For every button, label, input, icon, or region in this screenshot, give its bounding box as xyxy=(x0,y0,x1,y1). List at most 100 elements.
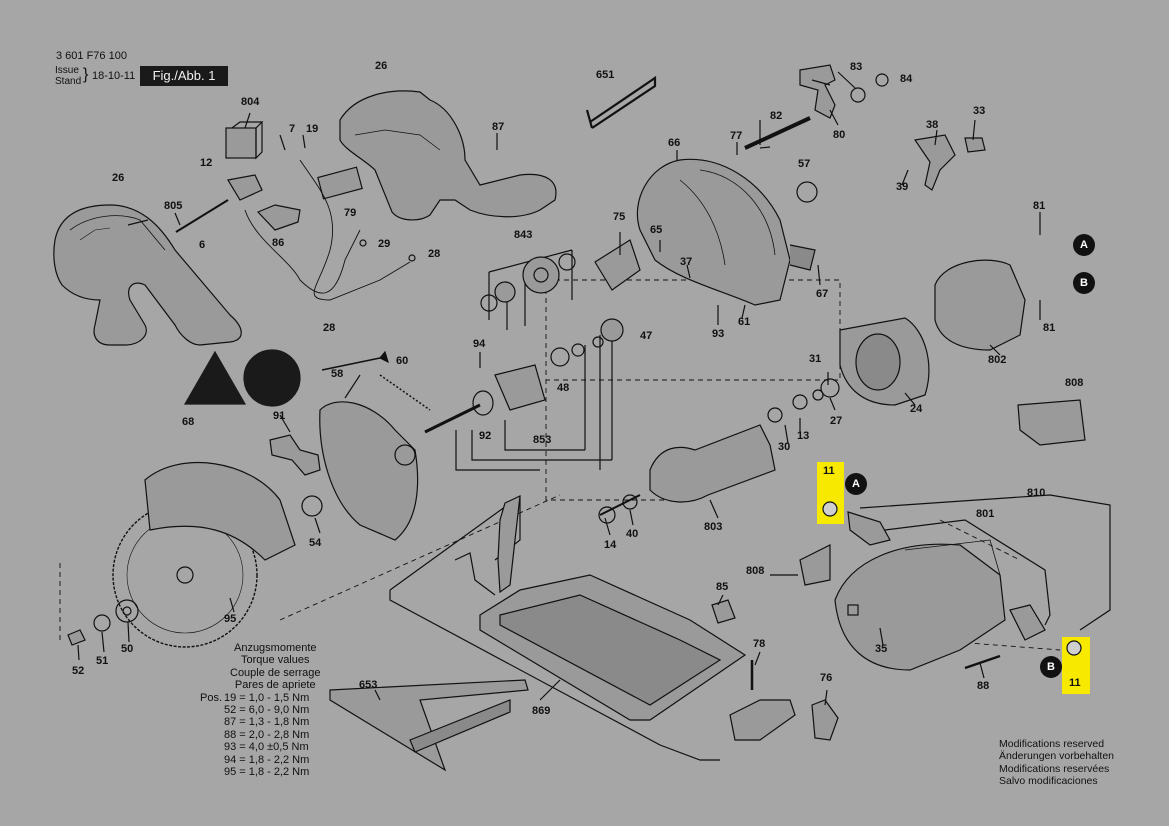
torque-row: 94 = 1,8 - 2,2 Nm xyxy=(224,753,310,766)
callout-39: 39 xyxy=(896,181,909,193)
torque-row: 95 = 1,8 - 2,2 Nm xyxy=(224,766,310,779)
callout-84: 84 xyxy=(900,73,913,85)
group-869 xyxy=(389,590,720,761)
callout-61: 61 xyxy=(738,316,751,328)
callout-810: 810 xyxy=(1027,487,1046,499)
callout-81-top: 81 xyxy=(1033,200,1046,212)
callout-65: 65 xyxy=(650,224,663,236)
bracket-glyph: } xyxy=(83,66,89,83)
callout-33: 33 xyxy=(973,105,986,117)
modifications-es: Salvo modificaciones xyxy=(999,774,1098,787)
rear-handle-26 xyxy=(53,204,242,346)
callout-24: 24 xyxy=(910,403,923,415)
callout-47: 47 xyxy=(640,330,653,342)
hex-key-651 xyxy=(585,75,657,129)
callout-40: 40 xyxy=(626,528,639,540)
torque-title-es: Pares de apriete xyxy=(234,679,316,692)
callout-79: 79 xyxy=(344,207,357,219)
torque-row: 88 = 2,0 - 2,8 Nm xyxy=(224,728,310,741)
callout-7: 7 xyxy=(289,123,296,135)
field-802 xyxy=(934,259,1026,351)
callout-60: 60 xyxy=(396,355,409,367)
callout-38: 38 xyxy=(926,119,939,131)
callout-37: 37 xyxy=(680,256,693,268)
callout-76: 76 xyxy=(820,672,833,684)
callout-75: 75 xyxy=(613,211,626,223)
callout-869: 869 xyxy=(532,705,551,717)
callout-51: 51 xyxy=(96,655,109,667)
modifications-fr: Modifications reservées xyxy=(999,762,1110,775)
callout-93: 93 xyxy=(712,328,725,340)
rip-fence-653 xyxy=(329,679,529,772)
marker-a-top: A xyxy=(1073,234,1095,256)
callout-50: 50 xyxy=(121,643,134,655)
callout-58: 58 xyxy=(331,368,344,380)
upper-guard-68 xyxy=(144,461,296,561)
callout-92: 92 xyxy=(479,430,492,442)
callout-19: 19 xyxy=(306,123,319,135)
stand-label: Stand xyxy=(55,76,82,87)
callout-6: 6 xyxy=(199,239,206,251)
callout-78: 78 xyxy=(753,638,766,650)
figure-label: Fig./Abb. 1 xyxy=(140,66,228,86)
torque-row: 52 = 6,0 - 9,0 Nm xyxy=(224,704,310,717)
switch-804 xyxy=(225,127,257,159)
torque-title-de: Anzugsmomente xyxy=(233,642,317,654)
callout-843: 843 xyxy=(514,229,533,241)
callout-85: 85 xyxy=(716,581,729,593)
callout-80: 80 xyxy=(833,129,846,141)
torque-title-fr: Couple de serrage xyxy=(230,666,321,679)
callout-26: 26 xyxy=(375,60,388,72)
callout-48: 48 xyxy=(557,382,570,394)
callout-14: 14 xyxy=(604,539,617,551)
callout-66: 66 xyxy=(668,137,681,149)
torque-row: 19 = 1,0 - 1,5 Nm xyxy=(224,691,310,704)
dash-frame-1 xyxy=(545,279,841,501)
callout-28: 28 xyxy=(323,322,336,334)
callout-57: 57 xyxy=(798,158,811,170)
callout-68: 68 xyxy=(182,416,195,428)
marker-b-top: B xyxy=(1073,272,1095,294)
top-handle-26 xyxy=(339,90,557,221)
modifications-de: Änderungen vorbehalten xyxy=(999,750,1115,763)
callout-803: 803 xyxy=(704,521,723,533)
callout-27: 27 xyxy=(830,415,843,427)
modifications-en: Modifications reserved xyxy=(999,738,1105,750)
callout-802: 802 xyxy=(988,354,1007,366)
callout-94: 94 xyxy=(473,338,486,350)
callout-35: 35 xyxy=(875,643,888,655)
group-853 xyxy=(455,330,613,471)
callout-30: 30 xyxy=(778,441,791,453)
callout-88: 88 xyxy=(977,680,990,692)
group-810 xyxy=(859,494,1111,631)
callout-11-bottom: 11 xyxy=(1069,677,1081,689)
callout-12: 12 xyxy=(200,157,213,169)
torque-values-table: Anzugsmomente Torque values Couple de se… xyxy=(200,642,321,778)
callout-81-bottom: 81 xyxy=(1043,322,1056,334)
callout-54: 54 xyxy=(309,537,322,549)
callout-95: 95 xyxy=(224,613,237,625)
callout-91: 91 xyxy=(273,410,286,422)
callout-82: 82 xyxy=(770,110,783,122)
part-number: 3 601 F76 100 xyxy=(56,50,127,62)
lower-guard-58 xyxy=(319,401,419,541)
torque-row: 93 = 4,0 ±0,5 Nm xyxy=(224,741,309,754)
callout-805: 805 xyxy=(164,200,183,212)
callout-77: 77 xyxy=(730,130,743,142)
modifications-note: Modifications reserved Änderungen vorbeh… xyxy=(999,738,1114,787)
motor-housing-35 xyxy=(834,543,1006,671)
torque-pos-label: Pos. xyxy=(200,691,223,704)
read-manual-icon xyxy=(243,349,301,407)
group-801 xyxy=(884,519,1051,626)
callout-52: 52 xyxy=(72,665,85,677)
marker-b-bottom: B xyxy=(1040,656,1062,678)
callout-853: 853 xyxy=(533,434,552,446)
issue-label: Issue xyxy=(55,65,79,76)
warning-triangle xyxy=(183,350,247,405)
callout-31: 31 xyxy=(809,353,822,365)
callout-67: 67 xyxy=(816,288,829,300)
blade-guard-66 xyxy=(636,158,791,306)
torque-title-en: Torque values xyxy=(241,654,310,667)
